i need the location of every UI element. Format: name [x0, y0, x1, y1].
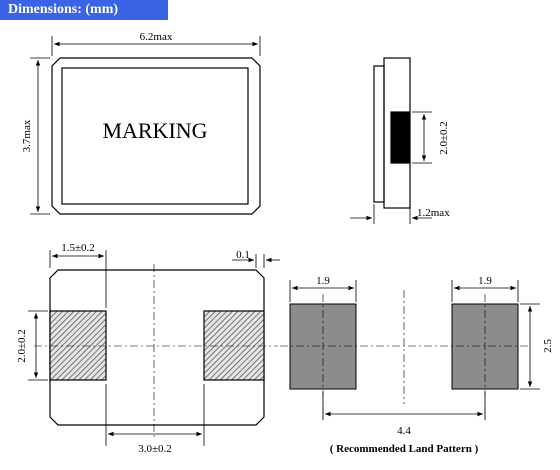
land-pattern-caption: ( Recommended Land Pattern ) — [330, 443, 479, 455]
bottom-pad-left — [49, 310, 107, 381]
side-view — [350, 57, 432, 224]
top-width-label: 6.2max — [140, 31, 173, 43]
land-pattern — [280, 280, 540, 420]
top-view-inner — [61, 67, 249, 205]
bottom-pad-width-label: 1.5±0.2 — [61, 242, 95, 254]
land-pitch-label: 4.4 — [397, 425, 411, 437]
top-view-outline — [51, 57, 261, 215]
land-height-label: 2.5 — [542, 339, 554, 353]
bottom-corner-label: 0.1 — [236, 249, 250, 261]
side-view-base — [373, 65, 385, 203]
land-left-width-label: 1.9 — [316, 275, 330, 287]
section-title: Dimensions: (mm) — [0, 0, 168, 20]
bottom-pad-right — [203, 310, 265, 381]
marking-label: MARKING — [102, 118, 207, 143]
bottom-view — [28, 250, 280, 446]
bottom-pad-spacing-label: 3.0±0.2 — [138, 443, 172, 455]
side-pad-height-label: 2.0±0.2 — [438, 121, 450, 155]
side-view-pad — [390, 111, 410, 164]
land-right-width-label: 1.9 — [478, 275, 492, 287]
side-thickness-label: 1.2max — [417, 207, 450, 219]
top-height-label: 3.7max — [21, 119, 33, 152]
bottom-pad-height-label: 2.0±0.2 — [16, 329, 28, 363]
top-view — [30, 36, 261, 215]
